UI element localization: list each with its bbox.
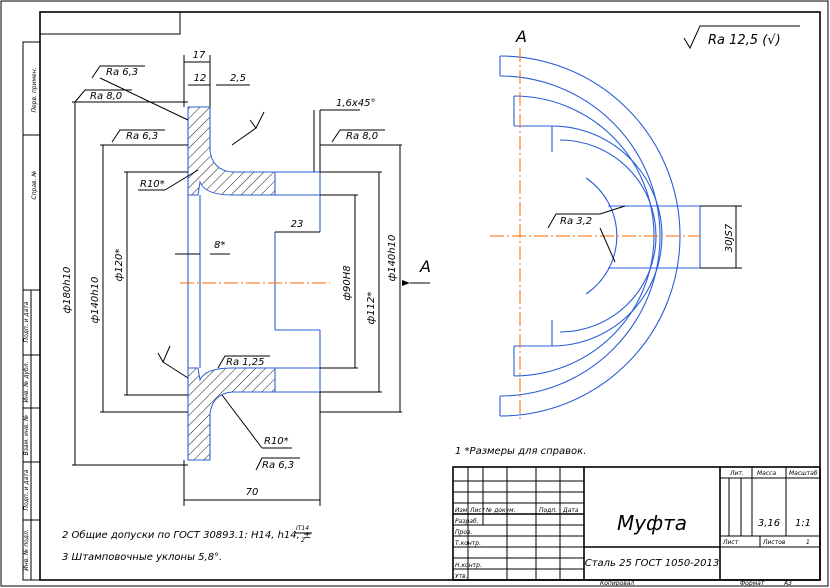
rough-6-3-a: Ra 6,3 bbox=[106, 67, 138, 78]
tb-sheets-value: 1 bbox=[806, 539, 810, 546]
tb-mass-value: 3,16 bbox=[758, 518, 780, 529]
tb-izm: Изм. bbox=[455, 507, 469, 514]
dim-d120: ф120* bbox=[114, 249, 125, 282]
dim-d140-left: ф140h10 bbox=[90, 277, 101, 324]
dim-12: 12 bbox=[194, 73, 207, 84]
rough-6-3-b: Ra 6,3 bbox=[126, 131, 158, 142]
rough-1-25: Ra 1,25 bbox=[226, 357, 265, 368]
title-block: Изм. Лист № докум. Подп. Дата Разраб. Пр… bbox=[452, 466, 821, 587]
tb-sheet: Лист bbox=[722, 539, 739, 546]
dim-23: 23 bbox=[291, 219, 304, 230]
tb-format-value: А3 bbox=[783, 580, 792, 587]
tb-date: Дата bbox=[562, 507, 579, 514]
tb-tkontr: Т.контр. bbox=[455, 540, 481, 547]
tb-lit: Лит. bbox=[729, 470, 744, 477]
note-2: 2 Общие допуски по ГОСТ 30893.1: H14, h1… bbox=[62, 529, 311, 541]
note-1: 1 *Размеры для справок. bbox=[455, 446, 586, 457]
strip-label-6: Подп. и дата bbox=[23, 469, 30, 510]
rough-general: Ra 12,5 (√) bbox=[708, 33, 781, 48]
dim-chamfer: 1,6х45° bbox=[336, 98, 376, 109]
tb-sheets: Листов bbox=[762, 539, 786, 546]
general-roughness: Ra 12,5 (√) bbox=[683, 25, 800, 50]
tb-doc: № докум. bbox=[485, 507, 516, 514]
tb-list: Лист bbox=[469, 507, 486, 514]
arrow-label-a: A bbox=[419, 257, 431, 276]
view-a: A 30JS7 Ra 3,2 bbox=[490, 27, 742, 420]
dim-r10-top: R10* bbox=[140, 179, 165, 190]
tb-scale: Масштаб bbox=[789, 470, 818, 477]
note-2-frac-top: IT14 bbox=[296, 525, 309, 532]
side-strip: Перв. примен. Справ. № Подп. и дата Инв.… bbox=[22, 41, 41, 581]
view-label-a: A bbox=[515, 27, 527, 46]
sheet-inner-border bbox=[39, 11, 821, 581]
strip-label-4: Инв. № дубл. bbox=[23, 361, 30, 402]
tb-sign: Подп. bbox=[539, 507, 557, 514]
strip-label-2: Справ. № bbox=[31, 170, 38, 199]
dim-d112: ф112* bbox=[366, 292, 377, 325]
tb-copied: Копировал bbox=[600, 580, 634, 587]
note-3: 3 Штамповочные уклоны 5,8°. bbox=[62, 552, 222, 563]
dim-17: 17 bbox=[193, 50, 206, 61]
section-view: ф180h10 ф140h10 ф120* ф90H8 ф112* ф140h1… bbox=[62, 50, 402, 506]
rough-8-0-b: Ra 8,0 bbox=[346, 131, 378, 142]
strip-label-3: Подп. и дата bbox=[23, 301, 30, 342]
dim-d140-right: ф140h10 bbox=[387, 235, 398, 282]
dim-r10-bottom: R10* bbox=[264, 436, 289, 447]
tb-razrab: Разраб. bbox=[455, 518, 479, 525]
note-2-frac-bottom: 2 bbox=[301, 537, 305, 544]
tb-scale-value: 1:1 bbox=[795, 518, 811, 529]
dim-2-5: 2,5 bbox=[230, 73, 246, 84]
rough-8-0-a: Ra 8,0 bbox=[90, 91, 122, 102]
tb-format: Формат bbox=[740, 580, 765, 587]
hatch-bottom bbox=[187, 367, 276, 461]
rough-3-2: Ra 3,2 bbox=[560, 216, 592, 227]
hatch-top bbox=[187, 106, 276, 196]
dim-70: 70 bbox=[246, 487, 259, 498]
dim-30js7: 30JS7 bbox=[724, 223, 735, 252]
tb-prov: Пров. bbox=[455, 529, 473, 536]
rough-6-3-c: Ra 6,3 bbox=[262, 460, 294, 471]
top-left-stamp bbox=[39, 11, 181, 35]
dim-d90: ф90H8 bbox=[342, 265, 353, 300]
strip-label-5: Взам. инв. № bbox=[23, 415, 30, 456]
strip-label-7: Инв. № подл. bbox=[23, 529, 30, 570]
material: Сталь 25 ГОСТ 1050-2013 bbox=[585, 558, 720, 569]
tb-utv: Утв. bbox=[455, 573, 468, 580]
tb-nkontr: Н.контр. bbox=[455, 562, 482, 569]
strip-label-1: Перв. примен. bbox=[31, 67, 38, 112]
section-arrow: A bbox=[402, 257, 431, 286]
dim-8: 8* bbox=[214, 240, 225, 251]
dim-d180: ф180h10 bbox=[62, 267, 73, 314]
tb-mass: Масса bbox=[757, 470, 776, 477]
part-title: Муфта bbox=[617, 511, 687, 535]
